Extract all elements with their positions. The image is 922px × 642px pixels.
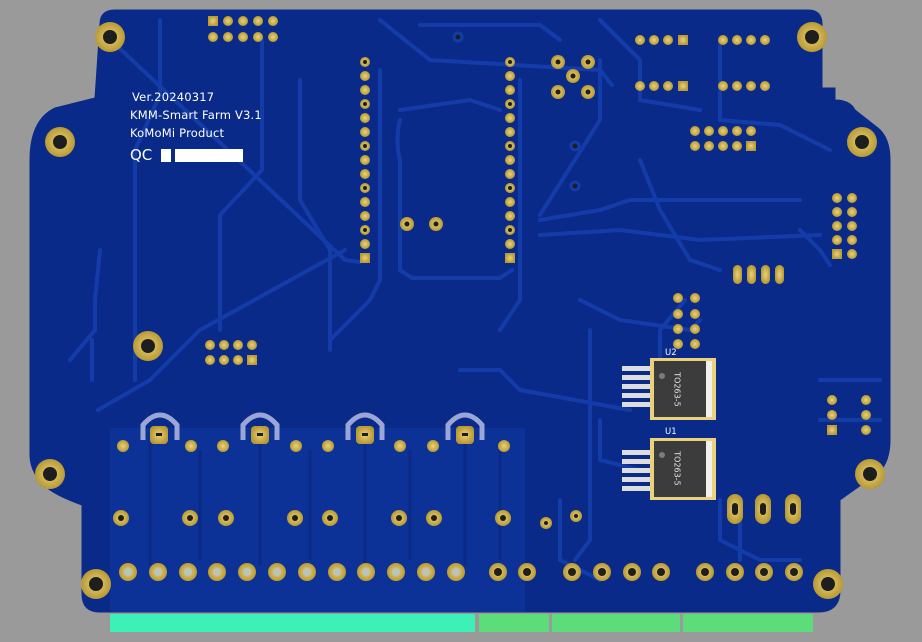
header-2x5-right xyxy=(690,126,756,151)
pour-traces xyxy=(148,440,502,565)
oval-header-4 xyxy=(733,265,784,284)
mcu-dots xyxy=(363,60,512,232)
traces xyxy=(68,18,882,582)
u2-marking: TO263-5 xyxy=(672,372,682,407)
u1-ref-label: U1 xyxy=(665,427,677,437)
terminal-pads-green xyxy=(489,563,803,581)
oval-header-3 xyxy=(727,494,801,524)
header-2x4-mid xyxy=(673,293,700,349)
terminal-block-green-1 xyxy=(479,614,549,632)
header-tr2 xyxy=(718,35,770,91)
header-right-vertical xyxy=(832,193,857,259)
relay-side-pads xyxy=(117,440,510,452)
terminal-block-green-2 xyxy=(552,614,680,632)
u1-marking: TO263-5 xyxy=(672,451,682,486)
terminal-block-green-3 xyxy=(683,614,813,632)
regulator-u2 xyxy=(622,358,716,420)
oval-header-3-drills xyxy=(732,503,796,515)
vias xyxy=(452,31,581,192)
header-2x4-left xyxy=(205,340,257,365)
mounting-holes xyxy=(35,22,885,599)
center-pads xyxy=(400,217,443,231)
qc-box-large xyxy=(175,149,243,162)
version-label: Ver.20240317 xyxy=(132,90,215,104)
copper-pour xyxy=(110,428,525,612)
header-top-left xyxy=(208,16,278,42)
mcu-header-left xyxy=(360,57,370,263)
u2-ref-label: U2 xyxy=(665,348,677,358)
qc-box-small xyxy=(161,149,171,162)
maker-label: KoMoMi Product xyxy=(130,126,225,140)
product-label: KMM-Smart Farm V3.1 xyxy=(130,108,262,122)
qc-label: QC xyxy=(130,146,153,164)
terminal-pads-teal xyxy=(119,563,465,581)
mcu-header-right xyxy=(505,57,515,263)
terminal-block-teal xyxy=(110,614,475,632)
relay-center-pads xyxy=(150,426,474,444)
relay-holders xyxy=(140,412,485,440)
header-tr1 xyxy=(635,35,688,91)
header-right-small xyxy=(827,395,871,435)
relay-lower-pads xyxy=(113,510,582,529)
button-pads xyxy=(551,55,595,99)
regulator-u1 xyxy=(622,438,716,500)
